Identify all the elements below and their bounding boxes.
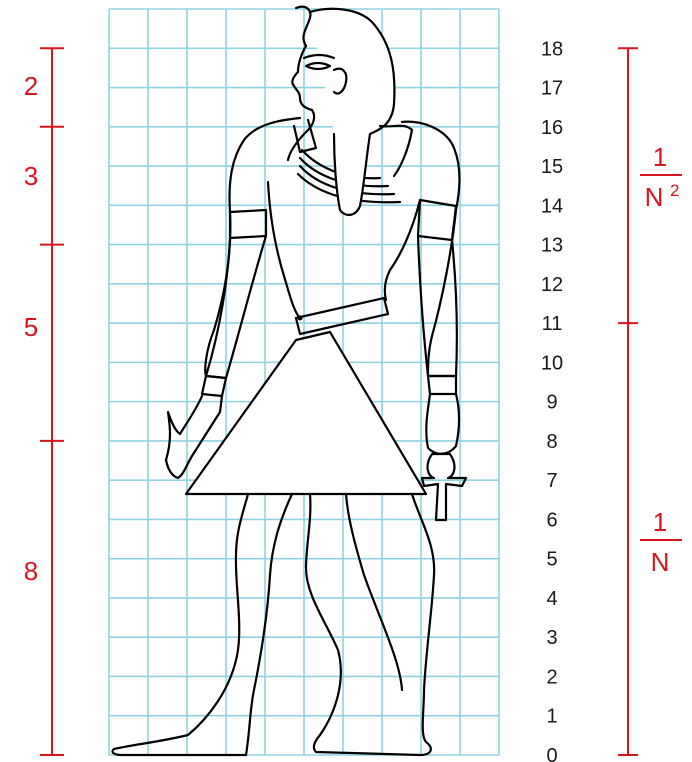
fraction-one-over-n-squared: 1 N 2 xyxy=(640,142,682,212)
navel xyxy=(298,316,303,321)
row-label: 13 xyxy=(541,235,563,257)
row-label: 5 xyxy=(546,549,557,571)
fraction-1-denominator: N xyxy=(645,182,664,212)
row-label: 0 xyxy=(546,745,557,762)
row-label: 4 xyxy=(546,588,557,610)
fraction-one-over-n: 1 N xyxy=(640,507,682,577)
left-proportion-ruler: 2 3 5 8 xyxy=(24,48,64,755)
segment-label-2: 2 xyxy=(24,71,38,101)
row-label: 11 xyxy=(542,313,563,335)
uraeus xyxy=(296,7,310,46)
fraction-2-numerator: 1 xyxy=(653,507,667,537)
front-leg-inner xyxy=(346,494,402,690)
row-label: 6 xyxy=(546,509,557,531)
left-wrist-band xyxy=(202,376,226,396)
row-label: 2 xyxy=(546,666,557,688)
row-label: 1 xyxy=(546,706,557,728)
nemes-lappet xyxy=(380,126,412,176)
fraction-1-numerator: 1 xyxy=(653,142,667,172)
row-label: 7 xyxy=(546,470,557,492)
egyptian-figure-drawing xyxy=(112,7,466,755)
row-label: 9 xyxy=(546,392,557,414)
right-wrist-band xyxy=(428,376,456,394)
right-proportion-ruler: 1 N 2 1 N xyxy=(618,48,682,755)
row-label: 15 xyxy=(541,156,563,178)
row-label: 12 xyxy=(541,274,563,296)
row-label: 18 xyxy=(541,38,563,60)
row-label: 10 xyxy=(541,352,563,374)
face-profile xyxy=(288,46,314,160)
row-label: 3 xyxy=(546,627,557,649)
right-arm xyxy=(418,200,457,376)
belt xyxy=(296,298,388,334)
segment-label-5: 5 xyxy=(24,312,38,342)
fraction-1-exponent: 2 xyxy=(670,181,679,200)
row-label: 16 xyxy=(541,117,563,139)
left-arm xyxy=(206,210,266,378)
row-label: 17 xyxy=(541,78,563,100)
right-fist xyxy=(426,394,459,454)
row-label: 14 xyxy=(541,195,563,217)
kilt xyxy=(186,332,426,494)
segment-label-8: 8 xyxy=(24,556,38,586)
fraction-2-denominator: N xyxy=(651,547,670,577)
segment-label-3: 3 xyxy=(24,161,38,191)
row-label: 8 xyxy=(546,431,557,453)
